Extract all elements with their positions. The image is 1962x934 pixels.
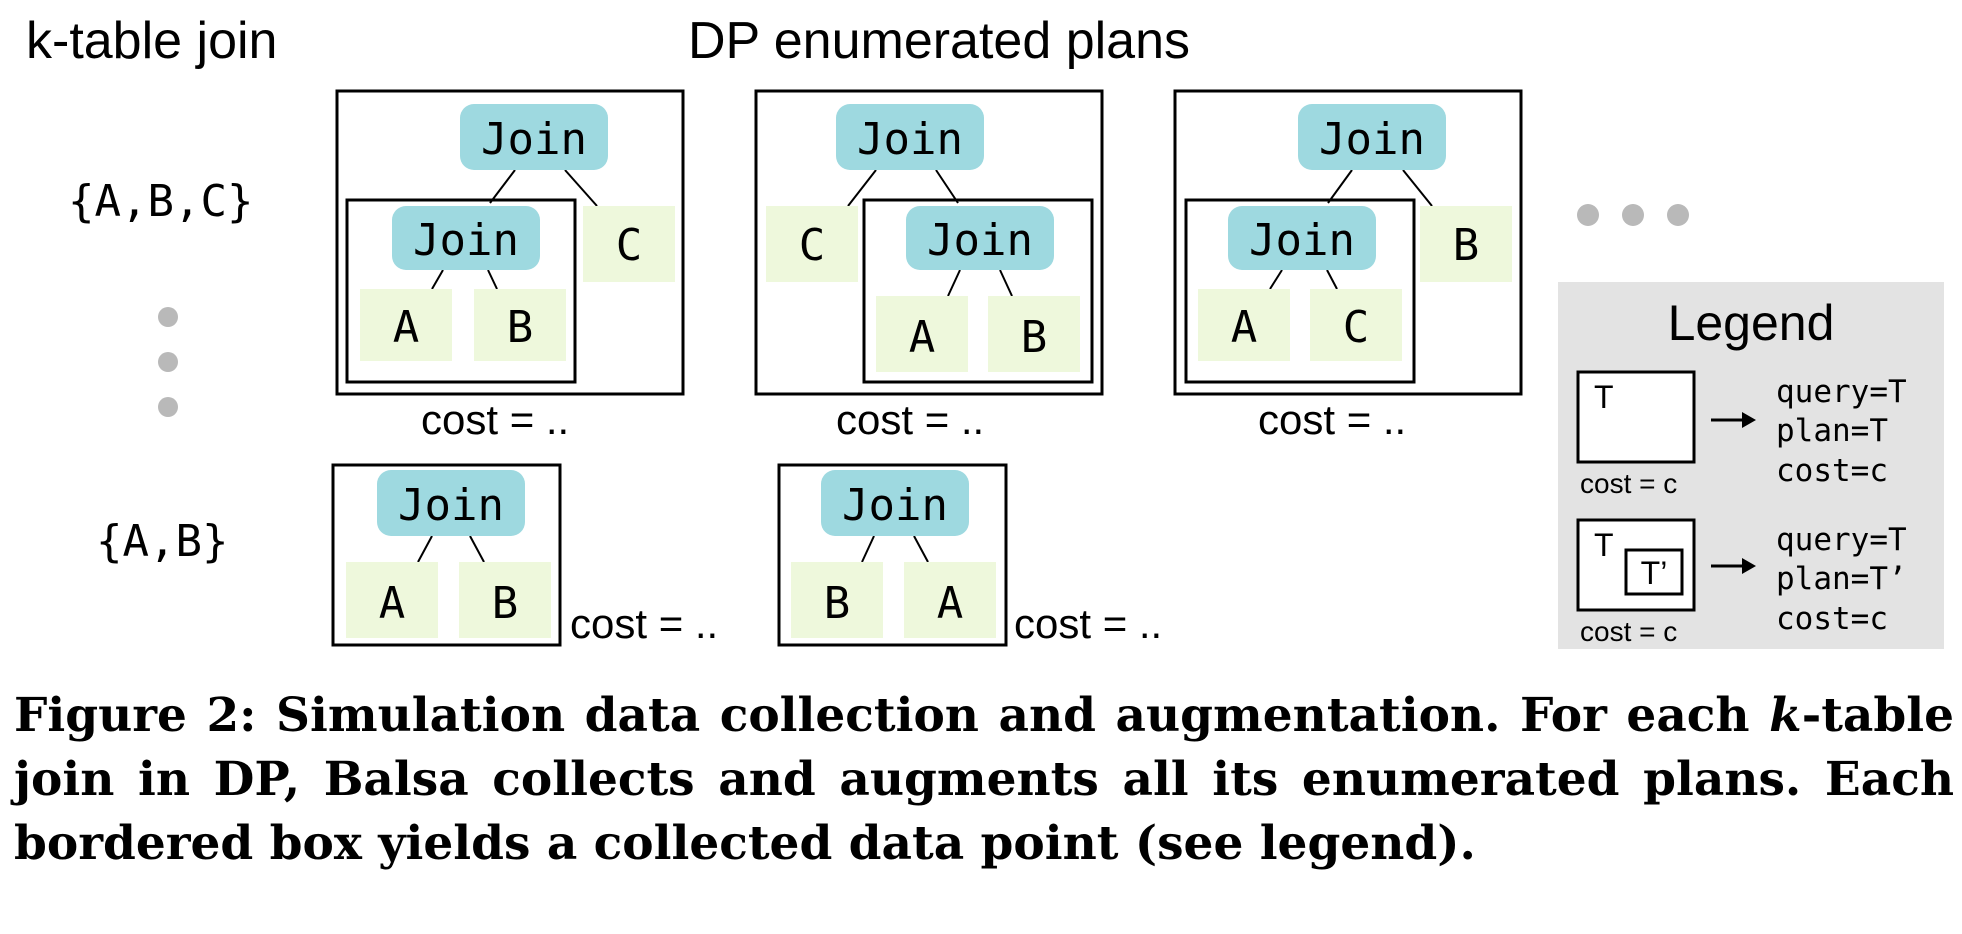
row-label-ab: {A,B} xyxy=(96,516,228,567)
leaf-c xyxy=(583,206,675,282)
caption-k: k xyxy=(1769,688,1802,743)
plan-cost-3: cost = .. xyxy=(1258,396,1406,443)
legend-cost: cost = c xyxy=(1580,468,1677,499)
figure-diagram: k-table join DP enumerated plans {A,B,C}… xyxy=(26,12,1944,649)
leaf-a xyxy=(904,562,996,638)
header-dp-enumerated-plans: DP enumerated plans xyxy=(688,12,1190,70)
legend-item1-line: plan=T xyxy=(1776,413,1888,449)
legend-inner-label: T’ xyxy=(1641,555,1668,591)
leaf-b xyxy=(791,562,883,638)
join-node xyxy=(460,104,608,170)
plan-cost-2: cost = .. xyxy=(836,396,984,443)
join-label: Join xyxy=(842,480,948,531)
leaf-label: A xyxy=(937,578,964,629)
join-node xyxy=(1228,206,1376,270)
legend-item1-line: cost=c xyxy=(1776,453,1888,489)
plan-inner-box xyxy=(1184,198,1416,384)
legend-title: Legend xyxy=(1668,295,1835,351)
row-label-abc: {A,B,C} xyxy=(68,176,253,227)
leaf-label: B xyxy=(507,302,534,353)
ellipsis-dot xyxy=(1667,204,1689,226)
caption-suffix: -table join in DP, Balsa collects and au… xyxy=(14,688,1954,871)
ellipsis-dot xyxy=(158,397,178,417)
leaf-label: A xyxy=(379,578,406,629)
leaf-a xyxy=(360,289,452,361)
plan-outer-box xyxy=(754,89,1104,396)
plan-outer-box xyxy=(1173,89,1523,396)
leaf-b xyxy=(1420,206,1512,282)
leaf-label: A xyxy=(909,312,936,363)
leaf-label: C xyxy=(616,220,643,271)
join-label: Join xyxy=(1249,215,1355,266)
legend-inner-box xyxy=(1624,548,1684,596)
join-node xyxy=(836,104,984,170)
leaf-a xyxy=(346,562,438,638)
legend-item2-line: cost=c xyxy=(1776,601,1888,637)
plan-box-5: Join B A xyxy=(777,463,1008,647)
plan-box-3: Join Join B A C xyxy=(1173,89,1523,396)
join-label: Join xyxy=(1319,114,1425,165)
legend-box-label: T xyxy=(1594,527,1614,563)
legend-item2-line: plan=T’ xyxy=(1776,561,1907,597)
plan-inner-box xyxy=(862,198,1094,384)
join-label: Join xyxy=(398,480,504,531)
legend-cost: cost = c xyxy=(1580,616,1677,647)
leaf-label: A xyxy=(393,302,420,353)
join-label: Join xyxy=(927,215,1033,266)
join-node xyxy=(392,206,540,270)
header-k-table-join: k-table join xyxy=(26,12,277,70)
ellipsis-dot xyxy=(1577,204,1599,226)
plan-inner-box xyxy=(345,198,577,384)
leaf-label: C xyxy=(799,220,826,271)
leaf-label: C xyxy=(1343,302,1370,353)
legend-box-label: T xyxy=(1594,379,1614,415)
leaf-b xyxy=(988,296,1080,372)
join-node xyxy=(821,470,969,536)
legend-item1-line: query=T xyxy=(1776,374,1907,410)
leaf-label: A xyxy=(1231,302,1258,353)
arrow-right-icon xyxy=(1711,412,1756,428)
plan-box-2: Join C Join A B xyxy=(754,89,1104,396)
join-node xyxy=(906,206,1054,270)
ellipsis-dot xyxy=(158,352,178,372)
ellipsis-dot xyxy=(158,307,178,327)
plan-cost-1: cost = .. xyxy=(421,396,569,443)
leaf-label: B xyxy=(1453,220,1480,271)
plan-outer-box xyxy=(777,463,1008,647)
leaf-c xyxy=(766,206,858,282)
horizontal-ellipsis xyxy=(1577,204,1689,226)
leaf-label: B xyxy=(492,578,519,629)
ellipsis-dot xyxy=(1622,204,1644,226)
plan-box-1: Join Join C A B xyxy=(335,89,685,396)
legend: Legend T cost = c query=T plan=T cost=c … xyxy=(1558,282,1944,649)
arrow-right-icon xyxy=(1711,558,1756,574)
leaf-a xyxy=(1198,289,1290,361)
figure-caption: Figure 2: Simulation data collection and… xyxy=(14,684,1954,876)
legend-item2-line: query=T xyxy=(1776,522,1907,558)
leaf-b xyxy=(459,562,551,638)
join-node xyxy=(377,470,525,536)
plan-cost-5: cost = .. xyxy=(1014,600,1162,647)
plan-outer-box xyxy=(335,89,685,396)
leaf-b xyxy=(474,289,566,361)
join-label: Join xyxy=(481,114,587,165)
leaf-a xyxy=(876,296,968,372)
caption-prefix: Figure 2: Simulation data collection and… xyxy=(14,688,1770,743)
plan-outer-box xyxy=(331,463,562,647)
join-label: Join xyxy=(413,215,519,266)
leaf-c xyxy=(1310,289,1402,361)
plan-box-4: Join A B xyxy=(331,463,562,647)
leaf-label: B xyxy=(824,578,851,629)
vertical-ellipsis xyxy=(158,307,178,417)
join-node xyxy=(1298,104,1446,170)
join-label: Join xyxy=(857,114,963,165)
leaf-label: B xyxy=(1021,312,1048,363)
legend-box-1 xyxy=(1576,370,1696,464)
plan-cost-4: cost = .. xyxy=(570,600,718,647)
